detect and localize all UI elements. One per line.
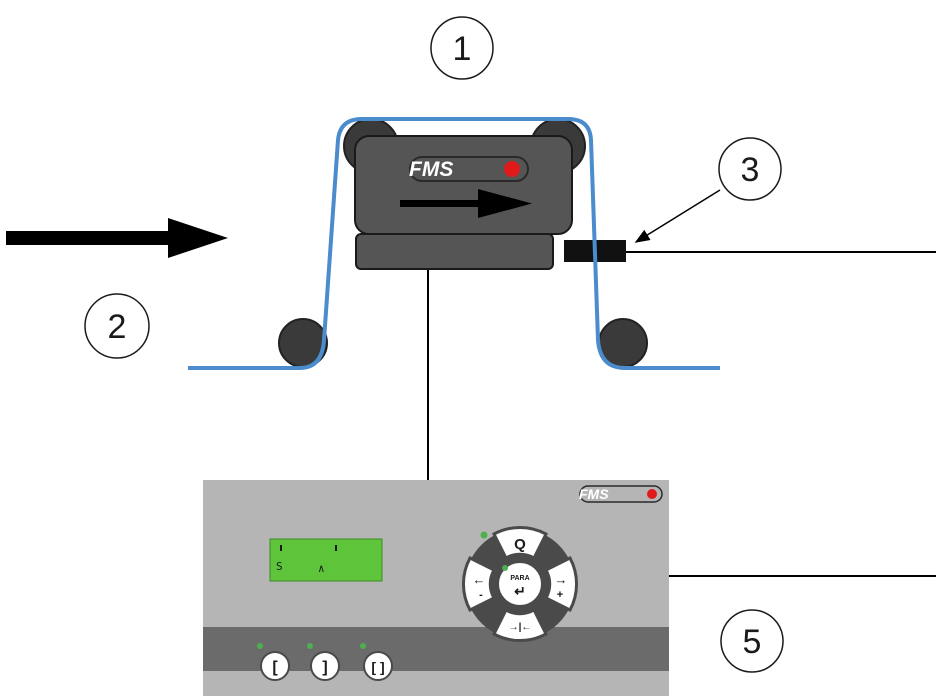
enter-icon: ↵ xyxy=(514,583,526,599)
callout-3-leader xyxy=(634,189,721,243)
lcd-left-char: S xyxy=(276,560,283,573)
callout-5-label: 5 xyxy=(743,623,762,661)
function-button-3[interactable]: [ ] xyxy=(363,651,393,681)
callout-3-label: 3 xyxy=(741,151,760,189)
lcd-display: S ∧ xyxy=(269,538,383,582)
key-right-sign: + xyxy=(557,589,563,601)
key-left-sign: - xyxy=(479,589,483,601)
sensor-mounting-base xyxy=(355,233,554,270)
svg-text:Q: Q xyxy=(514,536,526,553)
callout-2: 2 xyxy=(84,293,150,359)
svg-text:[: [ xyxy=(272,659,278,676)
function-led-3 xyxy=(360,643,366,649)
key-para-enter[interactable]: PARA ↵ xyxy=(497,561,543,607)
web-direction-arrow xyxy=(6,218,228,258)
callout-3: 3 xyxy=(634,137,782,243)
function-button-2[interactable]: ] xyxy=(310,651,340,681)
material-web xyxy=(188,117,720,370)
function-button-1[interactable]: [ xyxy=(260,651,290,681)
callout-1-label: 1 xyxy=(453,30,472,68)
key-right[interactable]: → + xyxy=(543,556,578,612)
key-up-led xyxy=(480,531,488,539)
measuring-amplifier: FMS S ∧ Q →|← xyxy=(203,480,669,696)
key-down[interactable]: →|← xyxy=(492,607,548,642)
function-led-1 xyxy=(257,643,263,649)
callout-1: 1 xyxy=(430,16,494,80)
sensor-status-led xyxy=(504,161,520,177)
force-sensor: FMS xyxy=(354,135,573,235)
sensor-direction-arrow xyxy=(400,189,532,218)
key-up[interactable]: Q xyxy=(492,526,548,561)
key-left[interactable]: ← - xyxy=(462,556,497,612)
svg-text:FMS: FMS xyxy=(409,158,453,181)
svg-text:]: ] xyxy=(322,659,327,676)
sensor-logo: FMS xyxy=(409,156,529,182)
svg-text:[ ]: [ ] xyxy=(371,659,384,675)
lcd-right-char: ∧ xyxy=(318,562,325,575)
svg-text:→|←: →|← xyxy=(509,622,532,633)
amplifier-logo: FMS xyxy=(579,485,663,503)
key-left-arrow: ← xyxy=(473,572,486,587)
key-para-label: PARA xyxy=(510,575,529,582)
key-right-arrow: → xyxy=(555,572,568,587)
callout-2-label: 2 xyxy=(108,308,127,346)
key-para-led xyxy=(502,565,508,571)
function-led-2 xyxy=(307,643,313,649)
amplifier-status-led xyxy=(647,489,657,499)
callout-5: 5 xyxy=(720,609,784,673)
keypad: Q →|← ← - → + PARA ↵ xyxy=(462,526,578,642)
svg-text:FMS: FMS xyxy=(579,486,609,502)
